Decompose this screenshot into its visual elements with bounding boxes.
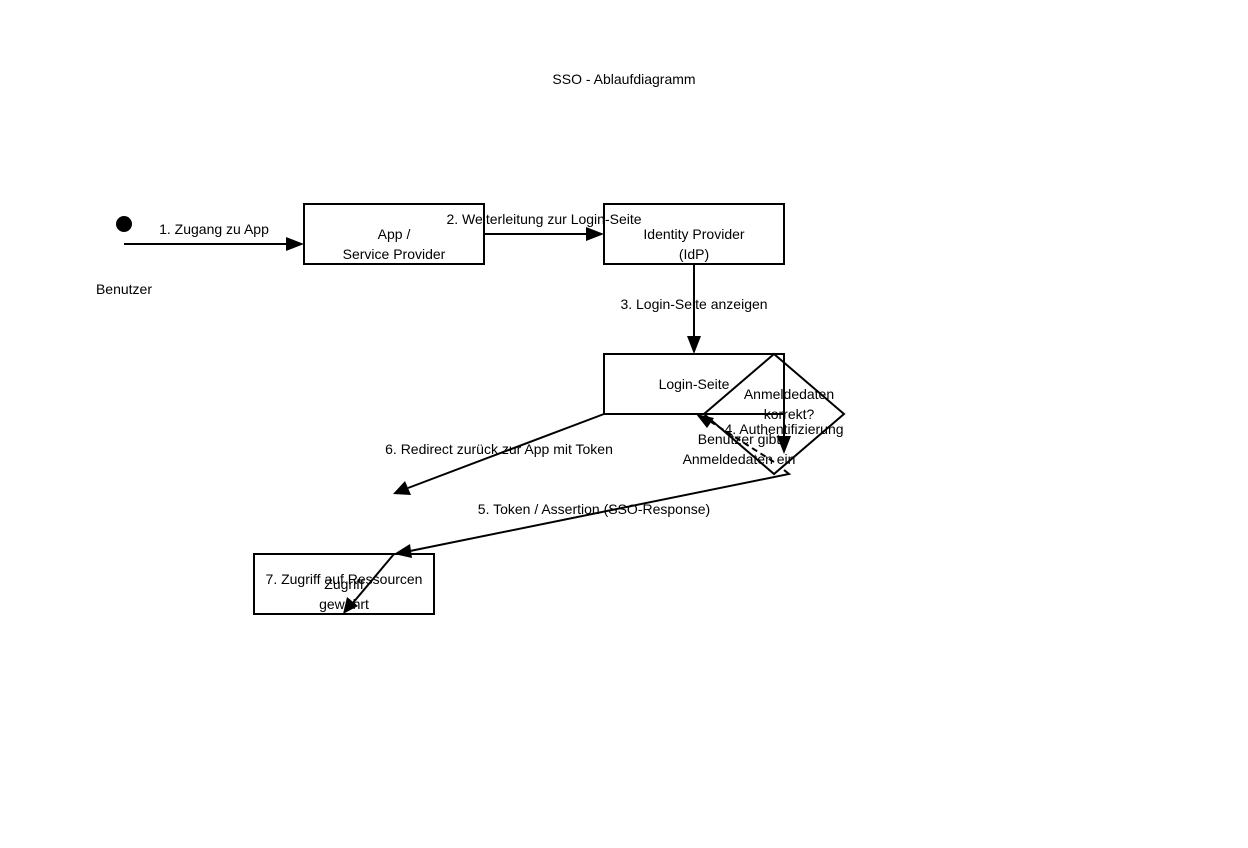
edge-5-label: 5. Token / Assertion (SSO-Response) xyxy=(478,501,710,517)
node-idp-line2: (IdP) xyxy=(679,246,709,262)
edge-4-label: 4. Authentifizierung xyxy=(724,421,843,437)
start-node-icon xyxy=(116,216,132,232)
edge-7: 7. Zugriff auf Ressourcen xyxy=(266,553,423,614)
edge-2: 2. Weiterleitung zur Login-Seite xyxy=(446,211,642,241)
edge-6-label: 6. Redirect zurück zur App mit Token xyxy=(385,441,613,457)
edge-1: 1. Zugang zu App xyxy=(124,221,304,251)
edge-4b-label-line1: Benutzer gibt xyxy=(698,431,781,447)
node-access-line1: Zugriff xyxy=(324,576,364,592)
arrowhead-icon xyxy=(586,227,604,241)
node-app-line1: App / xyxy=(378,226,411,242)
node-idp-line1: Identity Provider xyxy=(643,226,744,242)
actor-label: Benutzer xyxy=(96,281,152,297)
arrowhead-icon xyxy=(696,414,714,428)
arrowhead-icon xyxy=(343,597,358,614)
node-login-label: Login-Seite xyxy=(659,376,730,392)
node-decision[interactable]: Anmeldedaten korrekt? xyxy=(702,352,846,476)
node-login[interactable]: Login-Seite xyxy=(603,353,785,415)
arrowhead-icon xyxy=(687,336,701,354)
node-app-line2: Service Provider xyxy=(343,246,446,262)
edge-4b: Benutzer gibt Anmeldedaten ein xyxy=(683,414,796,467)
edge-1-label: 1. Zugang zu App xyxy=(159,221,269,237)
arrowhead-icon xyxy=(777,436,791,454)
edge-7-label: 7. Zugriff auf Ressourcen xyxy=(266,571,423,587)
arrowhead-icon xyxy=(393,481,411,495)
edge-2-label: 2. Weiterleitung zur Login-Seite xyxy=(446,211,641,227)
node-app[interactable]: App / Service Provider xyxy=(303,203,485,265)
arrowhead-icon xyxy=(286,237,304,251)
edge-4b-label-line2: Anmeldedaten ein xyxy=(683,451,796,467)
edge-5: 5. Token / Assertion (SSO-Response) xyxy=(394,469,792,558)
edge-3: 3. Login-Seite anzeigen xyxy=(620,264,768,354)
node-decision-line1: Anmeldedaten xyxy=(744,386,834,402)
edge-3-label: 3. Login-Seite anzeigen xyxy=(620,296,767,312)
diagram-title: SSO - Ablaufdiagramm xyxy=(552,71,695,87)
node-decision-line2: korrekt? xyxy=(764,406,815,422)
edge-6: 6. Redirect zurück zur App mit Token xyxy=(385,413,613,495)
arrowhead-icon xyxy=(394,544,412,558)
